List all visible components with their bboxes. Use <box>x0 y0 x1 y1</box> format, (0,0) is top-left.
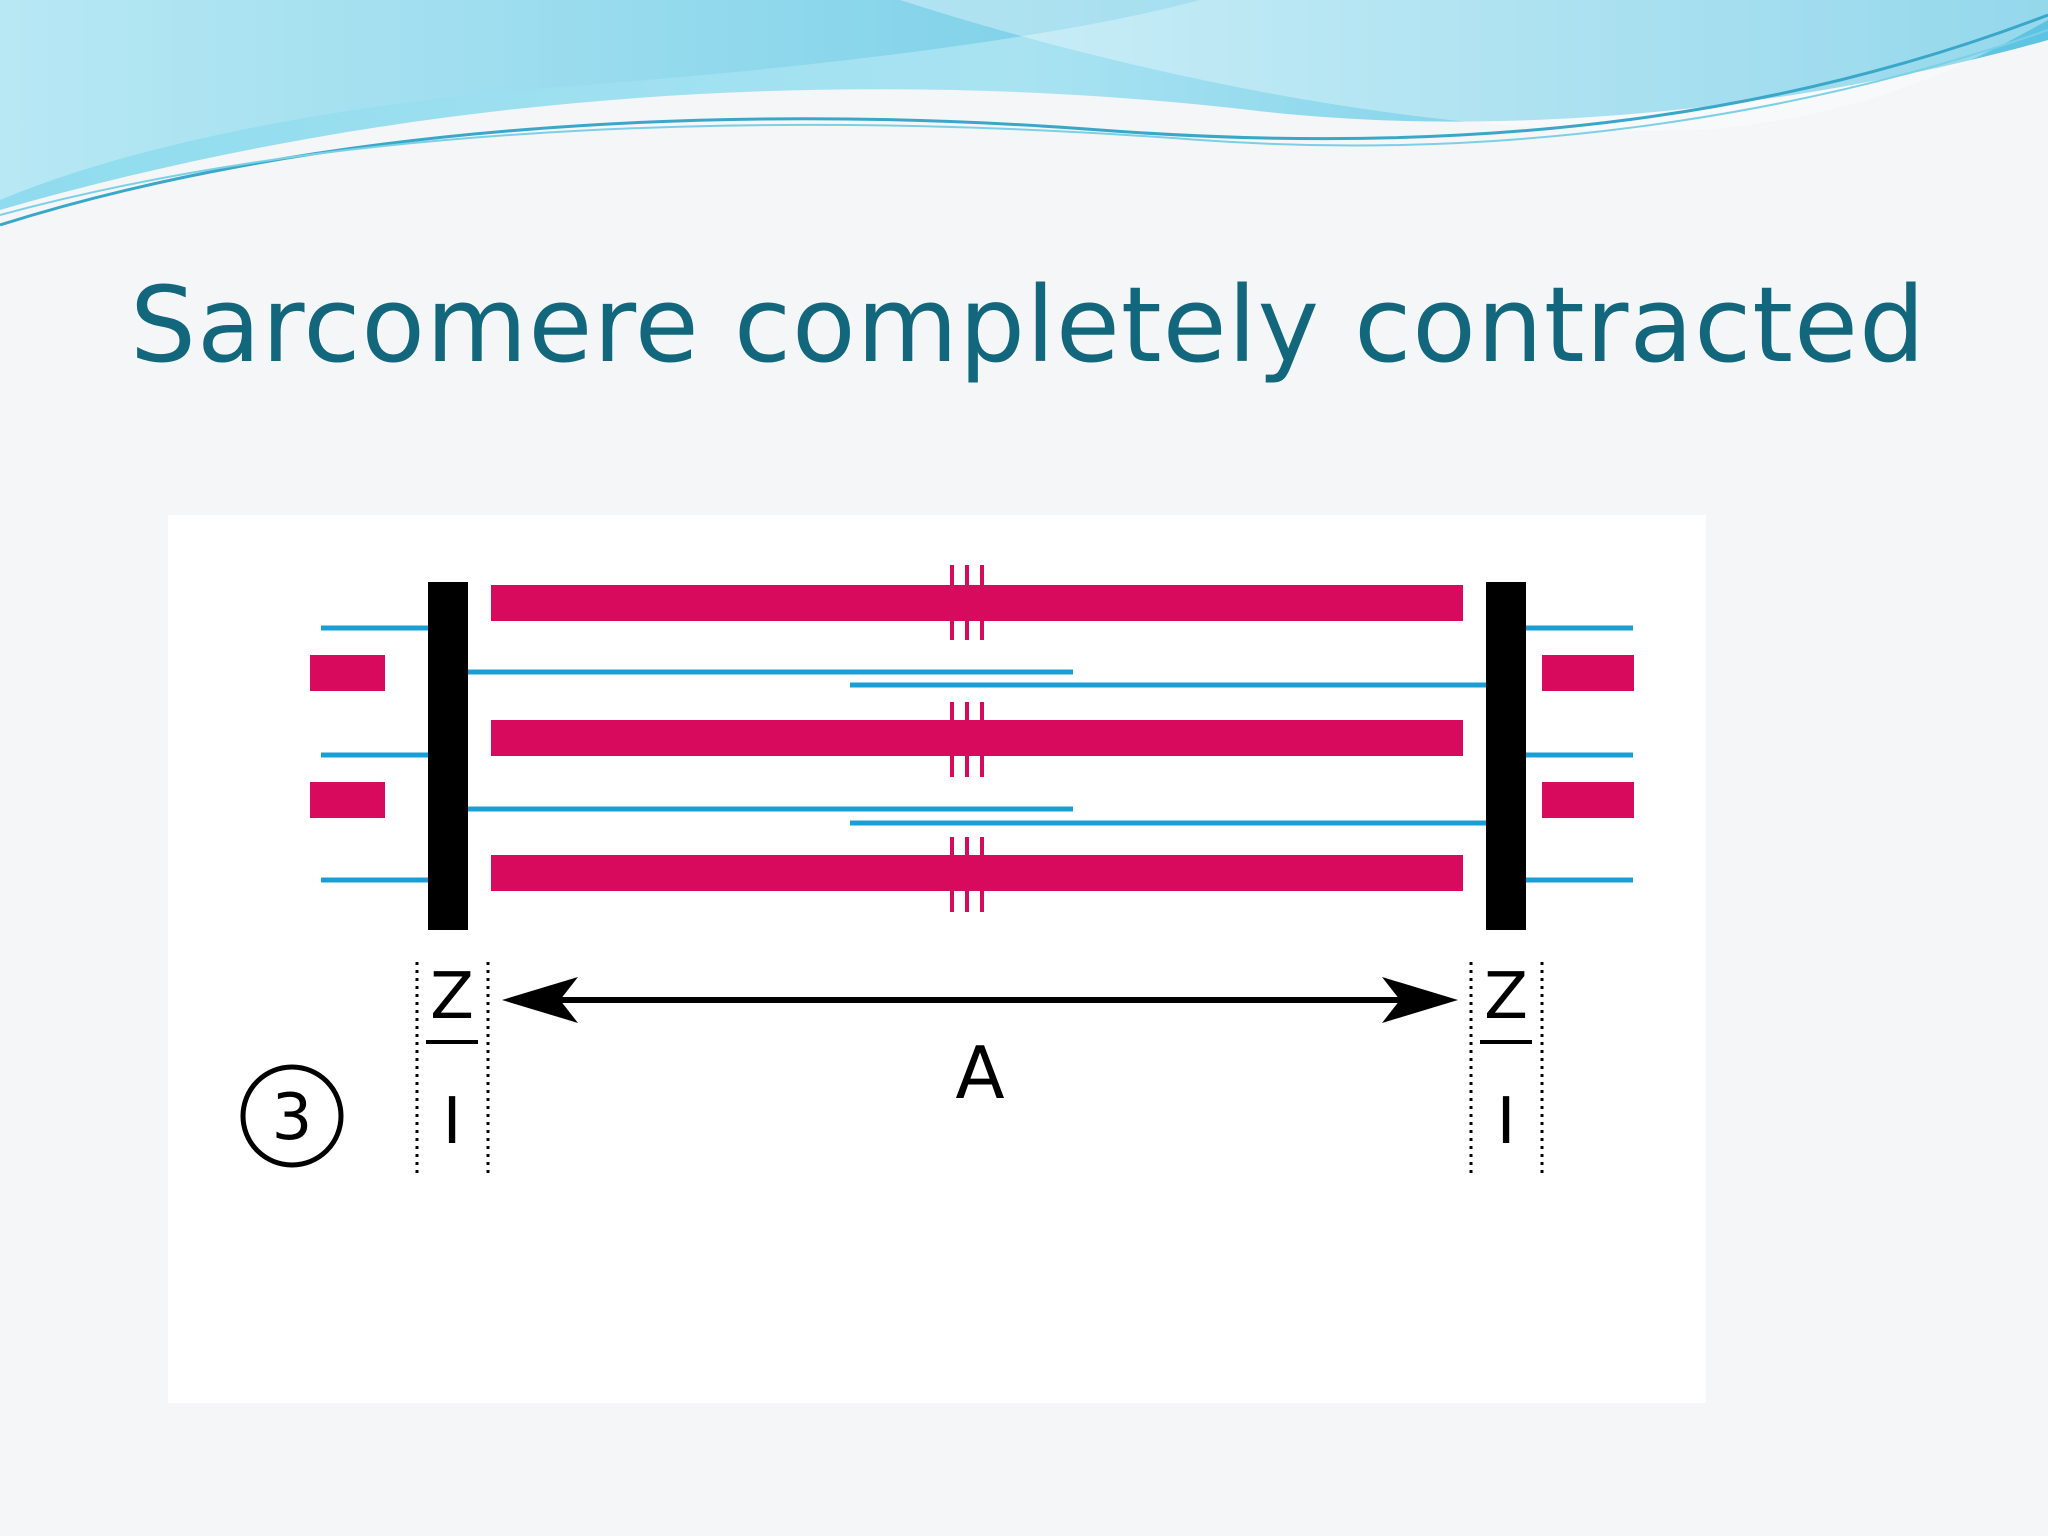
step-number-circle <box>240 1064 344 1168</box>
myosin-filament-stub <box>1542 782 1634 818</box>
a-band-arrowhead-right <box>1382 977 1458 1023</box>
myosin-filaments <box>310 585 1634 891</box>
myosin-filament <box>491 855 1463 891</box>
z-label-right: Z <box>1484 960 1528 1034</box>
dotted-guides <box>415 962 1544 1175</box>
a-band-arrow: A <box>502 977 1458 1115</box>
z-disc-left <box>428 582 468 930</box>
myosin-filament-stub <box>310 782 385 818</box>
z-disc-right <box>1486 582 1526 930</box>
sarcomere-diagram: Z I Z I A 3 <box>168 515 1706 1403</box>
myosin-filament-stub <box>1542 655 1634 691</box>
header-wave-front <box>0 0 1200 200</box>
a-band-arrowhead-left <box>502 977 578 1023</box>
header-wave-line-2 <box>0 29 2048 216</box>
z-label-left: Z <box>430 960 474 1034</box>
actin-filaments <box>321 625 1633 883</box>
myosin-filament-stub <box>310 655 385 691</box>
myosin-filament <box>491 585 1463 621</box>
i-label-right: I <box>1497 1085 1516 1159</box>
z-discs <box>428 582 1526 930</box>
myosin-filament <box>491 720 1463 756</box>
m-line-marks <box>950 565 984 912</box>
step-number-badge: 3 <box>240 1064 344 1168</box>
slide-title: Sarcomere completely contracted <box>130 264 1927 386</box>
step-number: 3 <box>272 1081 313 1155</box>
zone-labels: Z I Z I <box>426 960 1532 1159</box>
i-label-left: I <box>443 1085 462 1159</box>
a-band-label: A <box>955 1031 1004 1115</box>
